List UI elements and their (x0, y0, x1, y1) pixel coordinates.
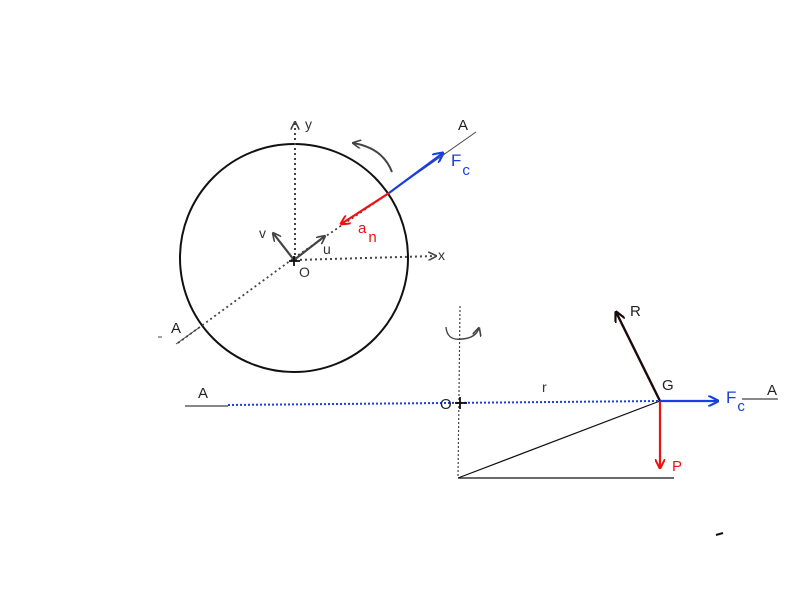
v-label: v (259, 225, 266, 241)
radius-line (227, 400, 661, 406)
rotation-arc (353, 143, 393, 173)
reaction-arrow (616, 312, 662, 402)
fc-label-side-sub: c (737, 398, 745, 415)
line-a-a-stub (175, 326, 201, 345)
fc-label-side-main: F (726, 388, 736, 407)
axis-rotation-arc (445, 327, 479, 340)
v-vector (273, 233, 295, 261)
y-axis-label: y (305, 116, 312, 132)
u-label: u (323, 241, 331, 257)
weight-label: P (672, 458, 682, 475)
fc-label-top-sub: c (462, 162, 470, 179)
center-label: G (662, 377, 674, 394)
origin-cross (289, 256, 300, 266)
a-right-label: A (767, 382, 777, 399)
u-vector (293, 236, 325, 261)
fc-label-top-main: F (451, 151, 461, 170)
rod-line (457, 400, 661, 479)
a-a-lower-label: A (171, 320, 181, 337)
x-axis-label: x (438, 247, 445, 263)
an-arrow (341, 192, 390, 224)
side-origin-cross (455, 397, 467, 409)
top-view: y x O u v A A an Fc (171, 116, 477, 373)
fc-label-top: Fc (451, 151, 470, 179)
side-origin-label: O (440, 396, 452, 413)
an-label-main: a (358, 220, 367, 237)
rotation-axis (457, 305, 461, 479)
fc-arrow (388, 153, 443, 194)
line-a-a-lower (177, 257, 295, 344)
radius-label: r (542, 379, 547, 395)
stray-dash-bottom (715, 532, 724, 536)
origin-label: O (299, 264, 310, 280)
a-left-label: A (198, 385, 208, 402)
a-a-upper-label: A (458, 117, 468, 134)
an-label: an (358, 220, 377, 246)
x-axis (294, 256, 436, 261)
side-view: O r G R P Fc A A (185, 303, 778, 479)
fc-label-side: Fc (726, 388, 745, 415)
an-label-sub: n (368, 229, 376, 246)
reaction-label: R (630, 303, 641, 320)
